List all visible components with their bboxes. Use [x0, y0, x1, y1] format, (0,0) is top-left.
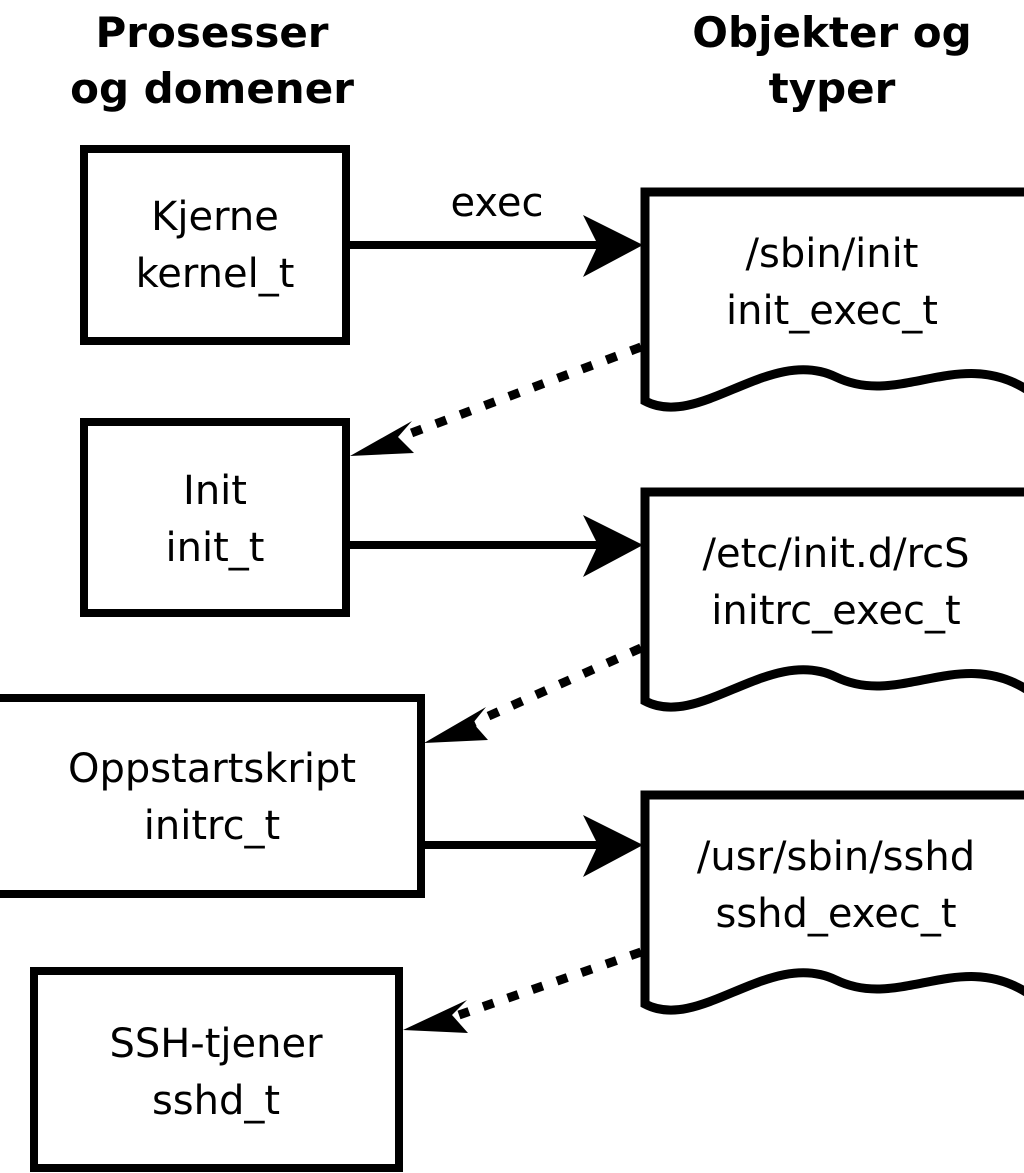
object-doc-initrc-exec[interactable]: /etc/init.d/rcS initrc_exec_t [640, 487, 1024, 712]
column-title-objects-line1: Objekter og [692, 8, 971, 57]
column-title-processes-line2: og domener [70, 64, 354, 113]
process-box-kernel[interactable]: Kjerne kernel_t [80, 145, 350, 345]
object-doc-initrc-exec-path: /etc/init.d/rcS [702, 531, 969, 577]
edge-rcS-to-initrc-line [471, 643, 643, 728]
process-box-initrc[interactable]: Oppstartskript initrc_t [0, 694, 425, 898]
edge-rcS-to-initrc-arrowhead [424, 707, 488, 743]
process-box-initrc-name: Oppstartskript [68, 746, 356, 792]
object-doc-initrc-exec-type: initrc_exec_t [711, 588, 960, 634]
object-doc-sshd-exec-type: sshd_exec_t [715, 891, 956, 937]
object-doc-sshd-exec-path: /usr/sbin/sshd [697, 834, 975, 880]
object-doc-sshd-exec-shape [640, 790, 1024, 1015]
process-box-init-type: init_t [166, 525, 265, 571]
edge-label-exec: exec [451, 180, 544, 226]
edge-sshd-exec-to-sshd [403, 947, 643, 1033]
process-box-sshd-shape [30, 967, 403, 1172]
object-doc-init-exec[interactable]: /sbin/init init_exec_t [640, 187, 1024, 412]
process-box-init-shape [80, 418, 350, 617]
edge-kernel-exec-init: exec [346, 180, 643, 277]
edge-rcS-to-initrc [424, 643, 643, 743]
column-title-processes: Prosesser og domener [70, 8, 354, 113]
object-doc-sshd-exec[interactable]: /usr/sbin/sshd sshd_exec_t [640, 790, 1024, 1015]
object-doc-init-exec-type: init_exec_t [726, 288, 938, 334]
column-title-objects-line2: typer [769, 64, 896, 113]
process-box-initrc-shape [0, 694, 425, 898]
process-box-sshd[interactable]: SSH-tjener sshd_t [30, 967, 403, 1172]
edge-kernel-exec-init-arrowhead [583, 215, 643, 277]
process-box-sshd-name: SSH-tjener [109, 1021, 323, 1067]
process-box-sshd-type: sshd_t [152, 1078, 280, 1124]
edge-init-exec-rcS-arrowhead [583, 515, 643, 577]
edge-init-exec-to-init-arrowhead [350, 421, 414, 456]
process-box-initrc-type: initrc_t [144, 803, 281, 849]
column-title-processes-line1: Prosesser [95, 8, 328, 57]
edge-initrc-exec-sshd [421, 815, 643, 877]
edge-init-exec-to-init-line [396, 342, 643, 443]
process-box-init[interactable]: Init init_t [80, 418, 350, 617]
process-box-kernel-type: kernel_t [136, 251, 295, 297]
edge-init-exec-to-init [350, 342, 643, 456]
object-doc-init-exec-path: /sbin/init [746, 231, 919, 277]
edge-initrc-exec-sshd-arrowhead [583, 815, 643, 877]
edge-sshd-exec-to-sshd-arrowhead [403, 1000, 468, 1033]
process-box-kernel-shape [80, 145, 350, 345]
column-title-objects: Objekter og typer [692, 8, 971, 113]
object-doc-init-exec-shape [640, 187, 1024, 412]
edge-sshd-exec-to-sshd-line [457, 947, 643, 1020]
process-box-kernel-name: Kjerne [151, 194, 279, 240]
object-doc-initrc-exec-shape [640, 487, 1024, 712]
process-box-init-name: Init [183, 468, 247, 514]
edge-init-exec-rcS [346, 515, 643, 577]
